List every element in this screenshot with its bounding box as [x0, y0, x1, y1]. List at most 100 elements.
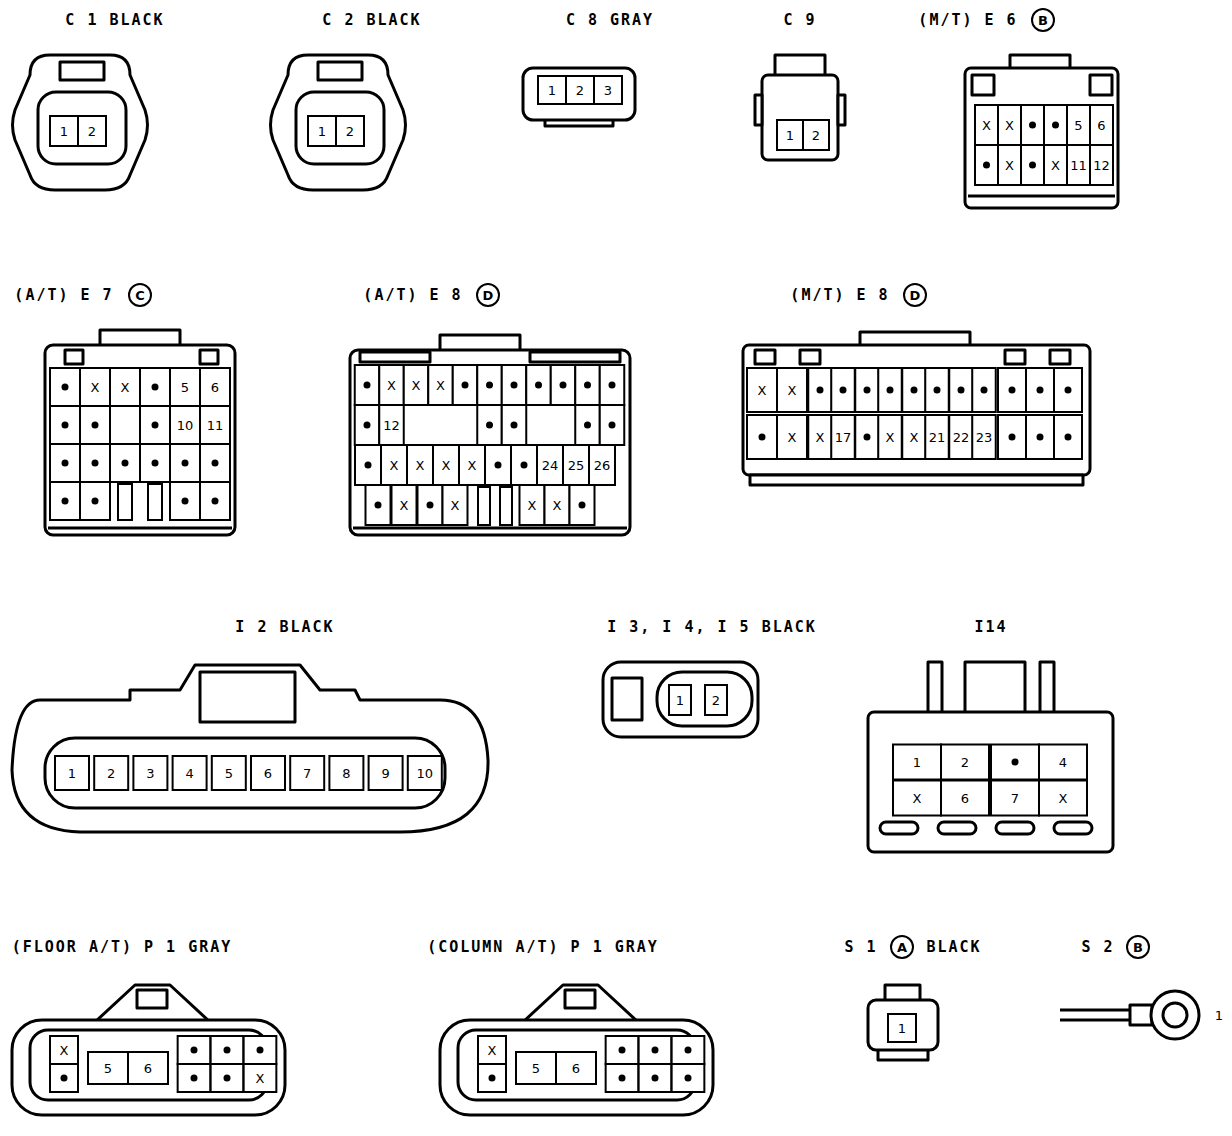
pin-number: 6: [211, 381, 219, 394]
p1-floor-housing: [30, 1030, 267, 1100]
e6-housing: [968, 195, 1115, 198]
e6-housing: [965, 68, 1118, 208]
pin-cell: [516, 1052, 556, 1084]
pin-number: X: [387, 379, 396, 392]
pin-cell: [537, 445, 563, 485]
connector-face: S 2B1: [1055, 930, 1227, 1050]
pin-number: X: [1005, 119, 1014, 132]
e8-at-housing: [350, 335, 630, 535]
c1-housing: [60, 62, 104, 80]
pin-cell: [453, 365, 478, 405]
unused-pin-dot: [652, 1047, 659, 1054]
pin-number: 6: [144, 1062, 152, 1075]
pin-number: 4: [185, 767, 193, 780]
pin-cell: [606, 1064, 639, 1092]
unused-pin-dot: [224, 1075, 231, 1082]
connector-heading: S 1: [844, 940, 877, 955]
c2-housing: [318, 62, 362, 80]
pin-cell: [902, 368, 926, 412]
connector-heading: I 2 BLACK: [235, 620, 334, 635]
pin-cell: [1039, 781, 1087, 816]
pin-cell: [672, 1064, 705, 1092]
c1-housing: [13, 55, 148, 190]
pin-cell: [563, 445, 589, 485]
pin-cell: [538, 76, 566, 104]
pin-cell: [600, 365, 625, 405]
connector-heading: (COLUMN A/T) P 1 GRAY: [427, 940, 659, 955]
connector-heading: (M/T) E 8: [790, 288, 889, 303]
circled-letter-ring: [891, 936, 913, 958]
i14-housing: [880, 822, 918, 834]
pin-cell: [80, 482, 110, 520]
pin-cell: [128, 1052, 168, 1084]
pin-cell: [140, 406, 170, 444]
pin-cell: [575, 365, 600, 405]
pin-cell: [575, 405, 600, 445]
pin-cell: [1090, 145, 1113, 185]
pin-cell: [777, 368, 807, 412]
unused-pin-dot: [619, 1047, 626, 1054]
unused-pin-dot: [887, 387, 894, 394]
pin-cell: [50, 1036, 78, 1064]
unused-pin-dot: [864, 387, 871, 394]
pin-number: 1: [60, 125, 68, 138]
e8-at-housing: [360, 352, 430, 362]
pin-cell: [941, 745, 989, 780]
pin-cell: [526, 365, 551, 405]
p1-column-housing: [440, 985, 713, 1115]
connector-face: I 2 BLACK12345678910: [8, 610, 493, 838]
unused-pin-dot: [62, 460, 69, 467]
i3-housing: [657, 672, 752, 726]
pin-cell: [878, 368, 902, 412]
unused-pin-dot: [152, 422, 159, 429]
circled-letter-ring: [1127, 936, 1149, 958]
i14-housing: [868, 712, 1113, 852]
pin-number: 7: [1011, 792, 1019, 805]
pin-cell: [878, 415, 902, 459]
pin-cell: [50, 406, 80, 444]
pin-number: 8: [342, 767, 350, 780]
unused-pin-dot: [609, 382, 616, 389]
pin-number: 26: [594, 459, 611, 472]
s2-terminal: [1060, 991, 1199, 1039]
pin-cell: [777, 415, 807, 459]
e8-mt-housing: [743, 345, 1090, 475]
pin-number: 6: [572, 1062, 580, 1075]
pin-cell: [178, 1036, 211, 1064]
connector-face: (A/T) E 8DXXX12XXXX242526XXXX: [345, 280, 635, 550]
unused-pin-dot: [983, 162, 990, 169]
pin-cell: [747, 415, 777, 459]
connector-face: S 1ABLACK1: [835, 930, 990, 1070]
pin-cell: [639, 1036, 672, 1064]
circled-letter: D: [910, 289, 921, 302]
pin-number: 2: [346, 125, 354, 138]
pin-cell: [94, 756, 128, 790]
pin-cell: [639, 1064, 672, 1092]
pin-cell: [369, 756, 403, 790]
pin-cell: [556, 1052, 596, 1084]
pin-number: X: [528, 499, 537, 512]
unused-pin-dot: [364, 382, 371, 389]
pin-number: X: [390, 459, 399, 472]
i14-housing: [965, 662, 1025, 714]
pin-number: X: [982, 119, 991, 132]
pin-cell: [902, 415, 926, 459]
connector-face: (M/T) E 8DXXXX17XX212223: [738, 280, 1095, 490]
pin-number: 2: [88, 125, 96, 138]
pin-cell: [477, 405, 502, 445]
pin-cell: [998, 415, 1026, 459]
e8-mt-housing: [755, 350, 775, 364]
i2-housing: [12, 665, 488, 832]
unused-pin-dot: [191, 1075, 198, 1082]
pin-number: 6: [1097, 119, 1105, 132]
unused-pin-dot: [511, 382, 518, 389]
i14-housing: [1040, 662, 1054, 714]
pin-number: X: [553, 499, 562, 512]
pin-number: 3: [604, 84, 612, 97]
unused-pin-dot: [759, 434, 766, 441]
pin-cell: [148, 484, 162, 520]
connector-face: (A/T) E 7CXX561011: [5, 280, 240, 550]
circled-letter: A: [897, 941, 907, 954]
unused-pin-dot: [489, 1075, 496, 1082]
